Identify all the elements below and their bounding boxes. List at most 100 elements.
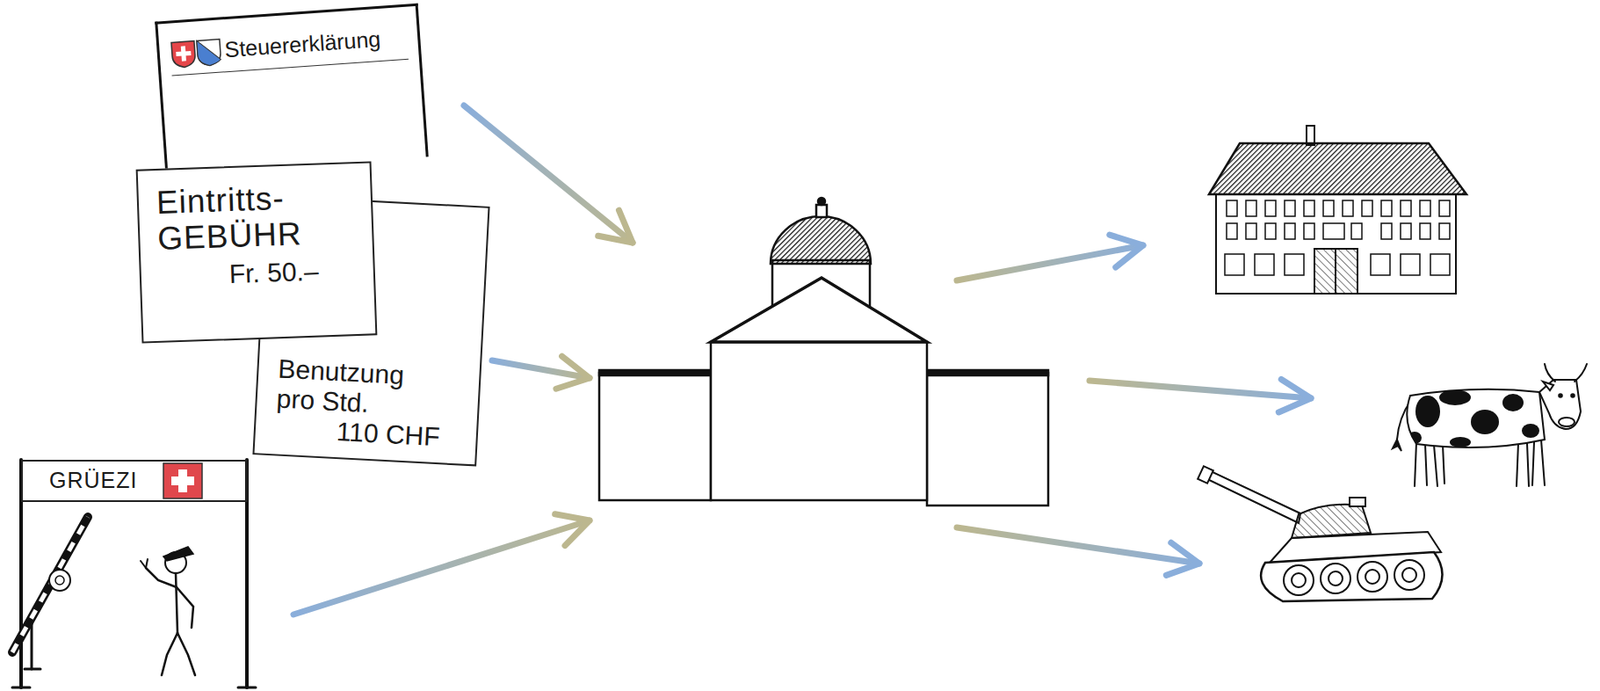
- school-building: [1284, 253, 1304, 276]
- school-building: [1361, 200, 1373, 217]
- school-building: [1370, 253, 1391, 276]
- parliament-building: [599, 197, 1049, 506]
- school-building: [1216, 194, 1456, 294]
- tank: [1283, 564, 1314, 595]
- school-building: [1226, 223, 1238, 239]
- border-crossing: [12, 516, 88, 652]
- cow: [1571, 393, 1575, 398]
- school-building: [1303, 223, 1315, 239]
- tank: [1357, 561, 1388, 592]
- border-crossing: [161, 632, 178, 675]
- school-building: [1265, 223, 1276, 239]
- arrow-head: [556, 355, 590, 389]
- flow-arrow: [956, 527, 1200, 564]
- parliament-building: [926, 372, 1049, 506]
- border-crossing: [177, 632, 196, 675]
- school-building: [1245, 200, 1257, 217]
- school-building: [1342, 200, 1354, 217]
- parliament-building: [710, 341, 927, 500]
- sign-text: GRÜEZI: [22, 461, 247, 500]
- usage-heading: Benutzung pro Std.: [275, 354, 446, 423]
- school-building: [1419, 200, 1431, 217]
- cow: [1407, 431, 1422, 444]
- border-crossing: [12, 686, 30, 689]
- form-flags: [171, 41, 196, 69]
- cow: [1542, 381, 1554, 391]
- cow: [1502, 393, 1524, 412]
- fee-sign: Eintritts- GEBÜHRFr. 50.–: [136, 160, 378, 343]
- school-building: [1430, 253, 1450, 276]
- tank: [1260, 551, 1442, 601]
- form-flags: [196, 39, 222, 67]
- tank: [1291, 572, 1306, 587]
- flow-arrow: [1089, 380, 1311, 399]
- parliament-building: [816, 204, 827, 218]
- parliament-building: [818, 197, 826, 205]
- tank: [1197, 465, 1442, 601]
- school-building: [1245, 223, 1257, 239]
- school-building: [1400, 200, 1412, 217]
- tank: [1394, 559, 1425, 590]
- arrow-head: [1278, 378, 1311, 412]
- tank: [1365, 569, 1380, 584]
- flow-arrow: [956, 245, 1144, 281]
- school-building: [1381, 223, 1392, 239]
- cow: [1470, 409, 1499, 435]
- school-building: [1254, 253, 1275, 276]
- border-crossing: [163, 546, 194, 561]
- school-building: [1351, 223, 1362, 239]
- flow-arrow: [293, 520, 590, 615]
- border-crossing: [145, 558, 148, 568]
- school-building: [1226, 200, 1238, 217]
- border-crossing: [12, 516, 88, 652]
- cow: [1539, 379, 1581, 429]
- school-building: [1303, 200, 1315, 217]
- school-building: [1306, 125, 1315, 145]
- cow: [1406, 389, 1545, 448]
- school-building: [1323, 223, 1345, 239]
- usage-amount: 110 CHF: [335, 416, 464, 453]
- form-flags: [171, 39, 222, 69]
- parliament-building: [770, 216, 871, 264]
- cow: [1415, 395, 1441, 428]
- border-crossing: [12, 459, 256, 688]
- tank: [1197, 465, 1214, 484]
- tank: [1320, 563, 1351, 594]
- flow-arrow: [463, 105, 633, 243]
- border-crossing: [163, 463, 203, 499]
- cow: [1521, 423, 1540, 438]
- school-building: [1400, 223, 1412, 239]
- tank: [1402, 567, 1417, 582]
- tank: [1328, 571, 1343, 586]
- cow: [1516, 439, 1545, 486]
- arrow-head: [555, 514, 590, 546]
- school-building: [1265, 200, 1276, 217]
- border-crossing: [24, 667, 41, 671]
- school-building: [1284, 200, 1296, 217]
- cow: [1558, 417, 1575, 427]
- tank: [1349, 497, 1366, 507]
- school-building: [1284, 223, 1296, 239]
- cow: [1449, 436, 1471, 448]
- arrow-head: [1109, 234, 1144, 268]
- form-title: Steuererklärung: [169, 24, 409, 77]
- arrow-head: [1165, 542, 1200, 575]
- border-crossing: [175, 572, 178, 633]
- border-crossing: [49, 569, 71, 591]
- cow: [1439, 389, 1471, 406]
- fee-heading: Eintritts- GEBÜHR: [155, 179, 303, 257]
- arrow-head: [598, 209, 633, 243]
- cow: [1392, 363, 1587, 486]
- school-building: [1224, 253, 1245, 276]
- border-crossing: [145, 567, 177, 587]
- cow: [1407, 389, 1540, 448]
- border-crossing: [171, 476, 195, 486]
- school-building: [1209, 143, 1467, 195]
- cow: [1558, 393, 1563, 398]
- border-crossing: [176, 586, 194, 628]
- cow: [1392, 439, 1402, 451]
- school-building: [1400, 253, 1420, 276]
